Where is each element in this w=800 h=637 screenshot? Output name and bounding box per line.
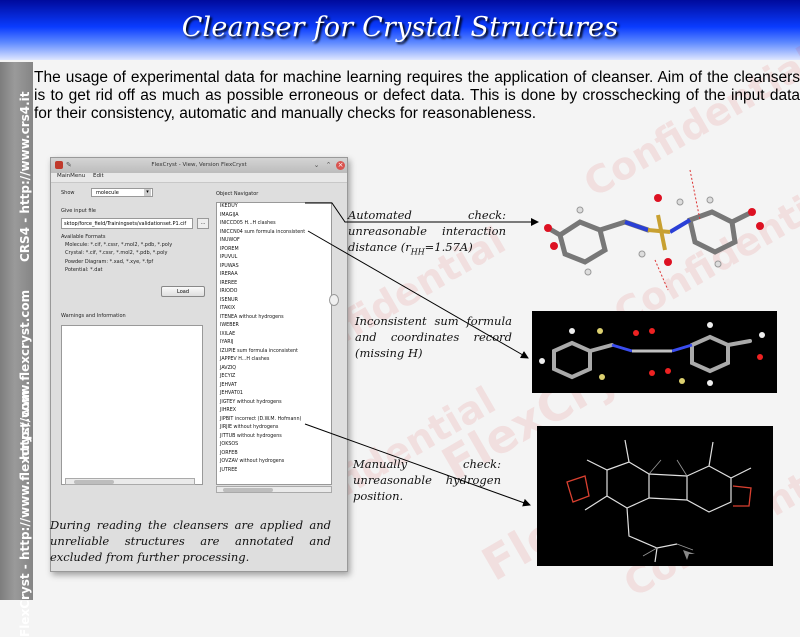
annotation-inconsistent-formula: Inconsistent sum formula and coordinates… — [355, 314, 512, 360]
maximize-icon[interactable]: ⌃ — [325, 161, 332, 169]
navigator-item[interactable]: JAPPEV H...H clashes — [220, 357, 270, 362]
menu-edit[interactable]: Edit — [92, 173, 104, 179]
format-item: Potential: *.dat — [65, 266, 103, 273]
navigator-item[interactable]: INUWOF — [220, 238, 240, 243]
annotation-automated-check: Automated check: unreasonable interactio… — [348, 207, 506, 260]
navigator-item[interactable]: ISENUR — [220, 297, 238, 303]
molecule-image-hydrogen — [537, 426, 773, 566]
sidebar-text-crs4: CRS4 - http://www.crs4.it — [18, 91, 32, 262]
molecule-image-clash — [544, 169, 764, 291]
navigator-item[interactable]: IRERAA — [220, 272, 238, 277]
navigator-item[interactable]: JECYIZ — [220, 374, 236, 379]
flexcryst-window: ✎ FlexCryst - View, Version FlexCryst ⌄ … — [50, 157, 348, 572]
format-item: Crystal: *.cif, *.cssr, *.mol2, *.pdb, *… — [65, 250, 168, 257]
navigator-item[interactable]: JUTREE — [220, 467, 238, 473]
format-item: Powder Diagram: *.xad, *.xye, *.fpf — [65, 258, 154, 265]
formats-list: Molecule: *.cif, *.cssr, *.mol2, *.pdb, … — [65, 241, 172, 274]
navigator-item[interactable]: IREREE — [220, 280, 238, 286]
navigator-item[interactable]: JORFEB — [220, 450, 238, 456]
window-titlebar[interactable]: ✎ FlexCryst - View, Version FlexCryst ⌄ … — [51, 158, 347, 173]
navigator-item[interactable]: JIPBIT incorrect (D.W.M. Hofmann) — [220, 416, 302, 422]
title-banner: Cleanser for Crystal Structures — [0, 0, 800, 60]
sidebar: CRS4 - http://www.crs4.it http://www.fle… — [0, 62, 33, 637]
load-button[interactable]: Load — [161, 286, 205, 297]
navigator-item[interactable]: IKEDUY — [220, 204, 238, 209]
scroll-thumb[interactable] — [223, 488, 273, 492]
navigator-item[interactable]: IRIODO — [220, 289, 238, 294]
navigator-item[interactable]: JEHVAT — [220, 382, 237, 388]
show-select-value: molecule — [96, 190, 119, 196]
navigator-item[interactable]: JOVZAV without hydrogens — [220, 459, 285, 464]
navigator-label: Object Navigator — [216, 191, 259, 197]
minimize-icon[interactable]: ⌄ — [313, 161, 320, 169]
navigator-item[interactable]: IZUPIE sum formula inconsistent — [220, 348, 298, 354]
navigator-item[interactable]: JEHVAT01 — [220, 391, 243, 396]
chevron-down-icon: ▾ — [144, 189, 151, 196]
navigator-item[interactable]: IPUWAS — [220, 263, 239, 269]
menu-mainmenu[interactable]: MainMenu — [57, 173, 86, 179]
cursor-icon — [683, 550, 695, 560]
slide-title: Cleanser for Crystal Structures — [181, 12, 619, 43]
show-label: Show — [61, 190, 75, 196]
navigator-item[interactable]: IYARIJ — [220, 340, 234, 345]
navigator-item[interactable]: JIGTEY without hydrogens — [220, 399, 282, 405]
browse-button[interactable]: ... — [197, 218, 209, 229]
navigator-item[interactable]: IXILAE — [220, 331, 236, 337]
navigator-item[interactable]: IWEBER — [220, 323, 239, 328]
input-file-label: Give input file — [61, 208, 96, 214]
navigator-item[interactable]: ITAKIX — [220, 306, 236, 311]
app-icon — [55, 161, 63, 169]
annotation-subscript: HH — [410, 247, 425, 257]
navigator-item[interactable]: ITENEA without hydrogens — [220, 314, 284, 320]
input-file-field[interactable]: sktop/force_field/Trainingsets/validatio… — [61, 218, 193, 229]
intro-paragraph: The usage of experimental data for machi… — [34, 69, 800, 122]
navigator-item[interactable]: INICCD05 H...H clashes — [220, 221, 276, 226]
menubar: MainMenu Edit — [51, 173, 347, 183]
format-item: Molecule: *.cif, *.cssr, *.mol2, *.pdb, … — [65, 242, 173, 248]
close-icon[interactable]: × — [336, 161, 345, 170]
splitter-handle[interactable] — [329, 294, 339, 306]
molecule-image-missing-h — [532, 311, 777, 393]
navigator-item[interactable]: JOKSOS — [220, 442, 239, 447]
navigator-item[interactable]: JIRJIE without hydrogens — [220, 425, 279, 430]
navigator-item[interactable]: JITTUB without hydrogens — [220, 433, 282, 439]
warnings-scrollbar[interactable] — [65, 478, 195, 485]
annotation-manual-check: Manually check: unreasonable hydrogen po… — [353, 457, 501, 503]
pin-icon[interactable]: ✎ — [66, 161, 72, 169]
warnings-textarea[interactable] — [61, 325, 203, 485]
window-title: FlexCryst - View, Version FlexCryst — [151, 162, 247, 168]
formats-title: Available Formats — [61, 234, 106, 240]
cleanser-caption: During reading the cleansers are applied… — [50, 518, 331, 564]
annotation-text: =1.57A) — [424, 240, 473, 254]
navigator-item[interactable]: JIHREX — [220, 408, 237, 413]
navigator-item[interactable]: IPUVUL — [220, 255, 238, 260]
navigator-item[interactable]: IPOREM — [220, 246, 239, 252]
navigator-scrollbar[interactable] — [216, 486, 332, 493]
show-select[interactable]: molecule ▾ — [91, 188, 153, 197]
navigator-item[interactable]: INICCN04 sum formula inconsistent — [220, 229, 306, 235]
warnings-label: Warnings and Information — [61, 313, 126, 319]
scroll-thumb[interactable] — [74, 480, 114, 484]
navigator-item[interactable]: IMAGIJA — [220, 212, 239, 218]
navigator-item[interactable]: JAVZIQ — [220, 365, 237, 371]
